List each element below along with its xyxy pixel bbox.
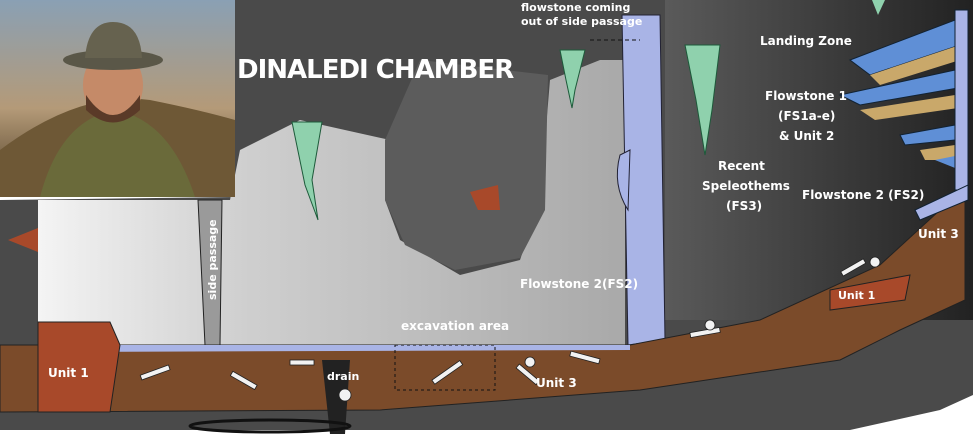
portrait-photo <box>0 0 235 197</box>
drain-channel <box>322 360 350 434</box>
rock-fragment <box>470 185 500 210</box>
speleothem <box>559 49 586 109</box>
label-recent-speleothems-line1: Recent <box>718 159 765 173</box>
roof-overhang <box>385 60 548 270</box>
label-excavation-area: excavation area <box>401 319 509 333</box>
page-title: DINALEDI CHAMBER <box>237 55 514 85</box>
flowstone2-floor <box>40 345 630 352</box>
excavation-area-outline <box>394 344 496 391</box>
flowstone2-right <box>914 184 969 221</box>
label-unit1-left: Unit 1 <box>48 366 89 380</box>
hominin-bones <box>139 256 881 402</box>
label-flowstone1-line3: & Unit 2 <box>779 129 834 143</box>
label-unit3-right: Unit 3 <box>918 227 959 241</box>
chamber-void <box>38 60 625 350</box>
speleothem <box>684 44 721 156</box>
label-flowstone-side-passage-line1: flowstone coming <box>521 1 630 14</box>
label-landing-zone: Landing Zone <box>760 34 852 48</box>
unit1-left-notch <box>8 228 38 252</box>
label-flowstone2-center: Flowstone 2(FS2) <box>520 277 638 291</box>
side-passage-label: side passage <box>206 219 219 300</box>
flowstone-drape <box>616 149 631 212</box>
flowstone1-ledges <box>838 9 969 191</box>
label-flowstone1-line1: Flowstone 1 <box>765 89 847 103</box>
lower-passage <box>188 418 352 434</box>
label-flowstone-side-passage-line2: out of side passage <box>521 15 642 28</box>
label-flowstone1-line2: (FS1a-e) <box>778 109 835 123</box>
unit1-right <box>829 274 911 311</box>
unit1-left <box>37 321 121 413</box>
label-unit1-right: Unit 1 <box>838 289 875 302</box>
label-drain: drain <box>327 370 359 383</box>
label-recent-speleothems-line2: Speleothems <box>702 179 790 193</box>
label-unit3-bottom: Unit 3 <box>536 376 577 390</box>
speleothem <box>291 121 323 221</box>
sediment-floor-unit3 <box>0 194 966 413</box>
label-recent-speleothems-line3: (FS3) <box>726 199 762 213</box>
speleothem <box>872 0 885 15</box>
label-flowstone2-right: Flowstone 2 (FS2) <box>802 188 924 202</box>
